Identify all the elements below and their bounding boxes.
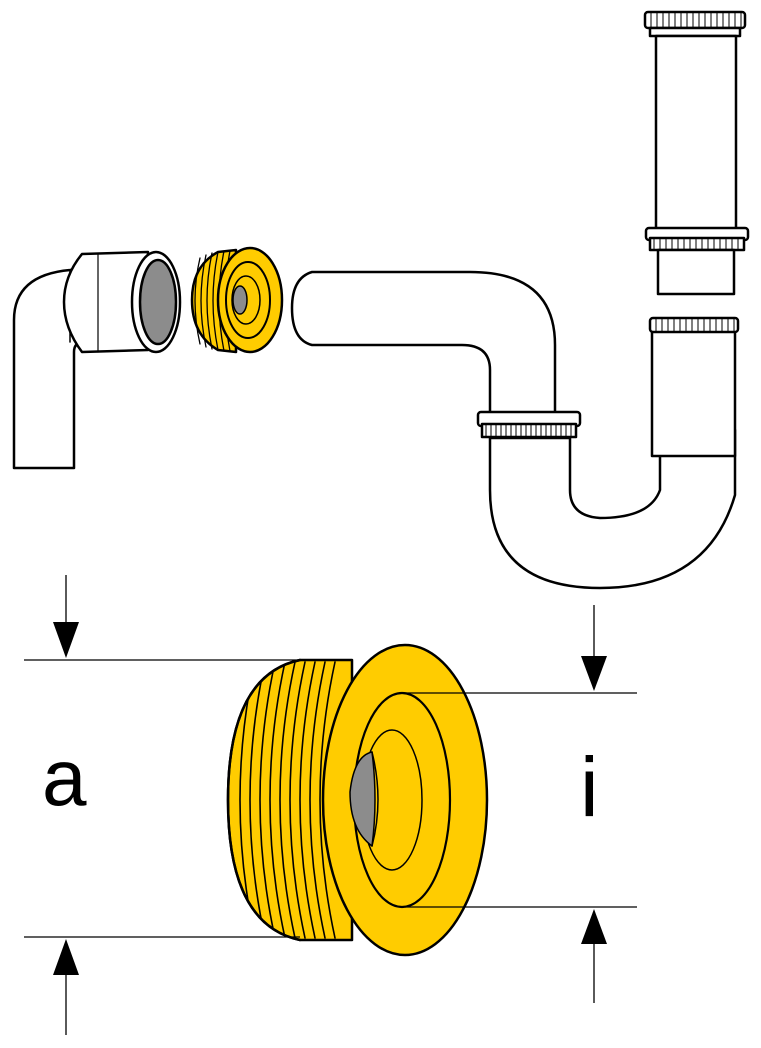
s-bend-trap	[290, 270, 740, 590]
seal-bore	[349, 751, 376, 847]
inner-dimension	[405, 605, 637, 1003]
rubber-reducer-seal-small	[190, 246, 284, 354]
tailpiece-pipe	[643, 10, 750, 296]
elbow-pipe	[12, 250, 182, 470]
outer-arrow-down	[53, 622, 79, 658]
elbow-bore	[138, 258, 178, 346]
outer-arrow-up	[53, 939, 79, 975]
inner-arrow-up	[581, 909, 607, 944]
outer-diameter-label: a	[42, 733, 87, 822]
rubber-reducer-seal	[226, 643, 489, 957]
outer-dimension	[24, 575, 300, 1035]
inner-diameter-label: i	[580, 740, 599, 834]
inner-arrow-down	[581, 656, 607, 691]
